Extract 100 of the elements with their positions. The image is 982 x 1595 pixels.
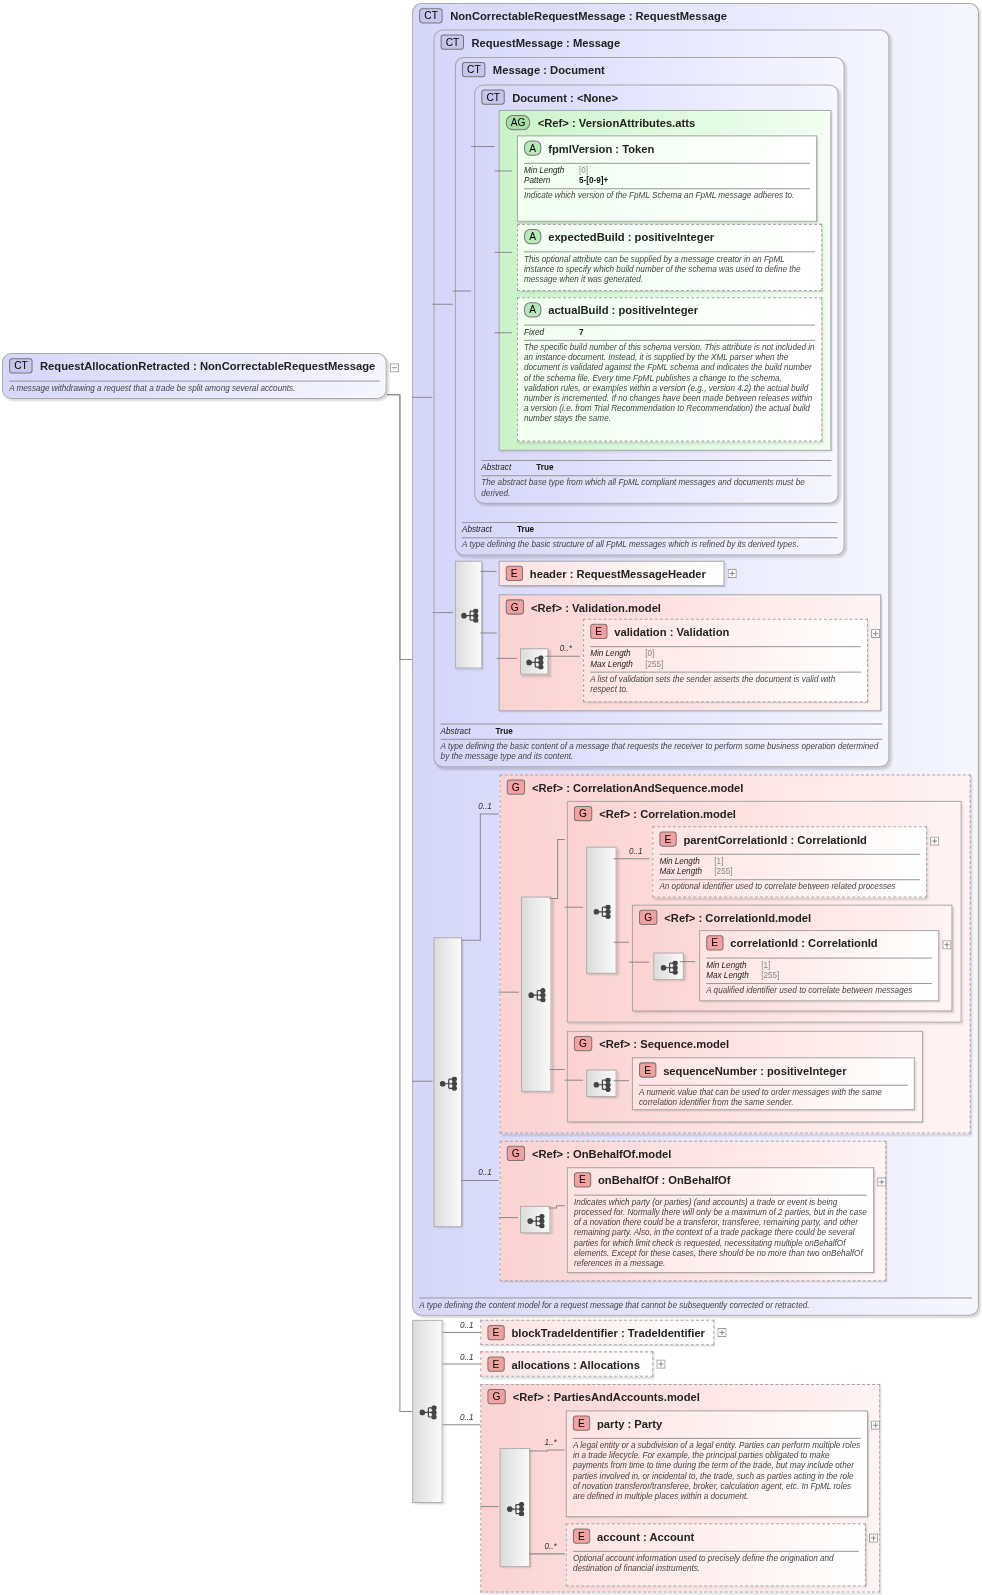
- complex-type-box: [454, 57, 845, 556]
- node-title: onBehalfOf : OnBehalfOf: [598, 1173, 731, 1186]
- group-box: [566, 1030, 923, 1123]
- node-title: <Ref> : CorrelationAndSequence.model: [532, 781, 744, 794]
- compositor-bar: [412, 1319, 443, 1503]
- description-text: A qualified identifier used to correlate between messages: [706, 983, 933, 997]
- description-text: This optional attribute can be supplied by a message creator in an FpML instance to specify which build number of the schema was used to define the message when it was generated.: [524, 251, 816, 285]
- connector-line: [496, 657, 518, 659]
- connector-line: [528, 1449, 566, 1452]
- property-value: [255]: [714, 867, 733, 878]
- property-value: True: [536, 463, 554, 474]
- cardinality-label: 0..*: [544, 1541, 557, 1551]
- description-text: The specific build number of this schema version. This attribute is not included in an instance document. Instead, it is supplied by the XML parser when the document is validated against the FpML schema and indicates the build number of the schema file. Every time FpML publishes a change to the schema, validation rules, or examples within a version (e.g., version 4.2) the actual build number is incremented. If no changes have been made between releases within a version (i.e. from Trial Recommendation to Recommendation) the actual build number stays the same.: [524, 339, 816, 425]
- element-box: [631, 1057, 915, 1111]
- property-name: Min Length: [659, 856, 701, 867]
- connector-line: [528, 1553, 566, 1555]
- type-badge: A: [524, 140, 542, 156]
- property-name: Min Length: [706, 960, 748, 971]
- type-badge: E: [487, 1324, 505, 1341]
- property-value: True: [516, 525, 535, 536]
- type-badge: G: [487, 1389, 506, 1405]
- node-title: validation : Validation: [614, 625, 730, 638]
- node-title: correlationId : CorrelationId: [730, 936, 878, 949]
- type-badge: CT: [481, 89, 506, 105]
- compositor-bar: [520, 648, 549, 675]
- property-name: Abstract: [481, 463, 513, 474]
- connector-line: [628, 961, 650, 963]
- connector-line: [564, 1079, 584, 1081]
- type-badge: E: [573, 1172, 591, 1188]
- connector-line: [494, 332, 513, 334]
- node-title: <Ref> : CorrelationId.model: [664, 911, 812, 924]
- element-box: [565, 1523, 866, 1587]
- property-value: [255]: [645, 659, 664, 670]
- connector-line: [431, 303, 454, 305]
- element-box: [583, 618, 868, 703]
- node-title: RequestMessage : Message: [471, 36, 621, 49]
- connector-line: [460, 1179, 500, 1181]
- type-badge: AG: [505, 115, 531, 131]
- attribute-group-box: [498, 109, 832, 451]
- description-text: A type defining the basic content of a message that requests the receiver to perform some business operation determined by the message type and its content.: [440, 738, 883, 763]
- connector-line: [564, 906, 584, 908]
- type-badge: A: [524, 228, 542, 245]
- connector-line: [679, 961, 696, 963]
- element-box: [498, 560, 725, 587]
- connector-line: [613, 1080, 630, 1082]
- element-box: [565, 1410, 868, 1518]
- cardinality-label: 1..*: [544, 1437, 557, 1448]
- property-value: [255]: [761, 970, 780, 981]
- connector-line: [498, 1217, 519, 1219]
- type-badge: E: [639, 1062, 656, 1078]
- connector-line: [431, 612, 454, 614]
- node-title: <Ref> : Sequence.model: [599, 1037, 730, 1050]
- description-text: A list of validation sets the sender asserts the document is valid with respect to.: [590, 671, 861, 695]
- node-title: RequestAllocationRetracted : NonCorrectableRequestMessage: [40, 359, 376, 372]
- property-value: True: [495, 726, 513, 737]
- element-box: [699, 930, 940, 1002]
- element-box: [480, 1319, 715, 1346]
- connector-line: [498, 991, 520, 993]
- group-box: [499, 1140, 887, 1282]
- type-badge: G: [639, 909, 658, 925]
- node-title: <Ref> : VersionAttributes.atts: [537, 116, 696, 129]
- group-box: [566, 800, 962, 1023]
- cardinality-label: 0..1: [478, 801, 492, 812]
- type-badge: CT: [462, 62, 486, 78]
- property-value: [0]: [579, 165, 589, 176]
- property-name: Min Length: [524, 165, 566, 177]
- description-text: Indicate which version of the FpML Schema an FpML message adheres to.: [524, 188, 810, 202]
- node-title: account : Account: [597, 1529, 695, 1543]
- cardinality-label: 0..1: [459, 1351, 474, 1362]
- node-title: header : RequestMessageHeader: [529, 567, 706, 580]
- cardinality-label: 0..1: [478, 1168, 492, 1178]
- connector-line: [479, 632, 498, 634]
- complex-type-box: [474, 84, 839, 504]
- type-badge: CT: [440, 34, 465, 50]
- node-title: Message : Document: [492, 63, 605, 76]
- description-text: A legal entity or a subdivision of a legal entity. Parties can perform multiple roles in a trade lifecycle. For example, the principal parties obligated to make payments from time to time during the term of the trade, but may include other parties involved in, or incidental to, the trade, such as parties acting in the role of novation transferor/transferee, broker, calculation agent, etc. In FpML roles are defined in multiple places within a document.: [572, 1437, 861, 1502]
- node-title: <Ref> : Correlation.model: [599, 807, 736, 820]
- connector-line: [494, 170, 513, 172]
- element-box: [652, 826, 928, 898]
- connector-line: [452, 290, 472, 292]
- connector-line: [494, 251, 513, 253]
- node-title: allocations : Allocations: [511, 1358, 640, 1371]
- attribute-box: [516, 297, 823, 442]
- complex-type-box: [412, 3, 979, 1316]
- type-badge: CT: [9, 358, 33, 374]
- group-box: [480, 1383, 881, 1593]
- connector-line: [386, 394, 413, 1412]
- node-title: <Ref> : Validation.model: [530, 600, 661, 614]
- cardinality-label: 0..1: [459, 1412, 474, 1422]
- connector-line: [411, 396, 433, 398]
- compositor-bar: [520, 1205, 551, 1234]
- connector-line: [479, 570, 498, 572]
- type-badge: E: [487, 1356, 505, 1372]
- cardinality-label: 0..1: [459, 1320, 474, 1330]
- connector-line: [442, 1363, 481, 1365]
- type-badge: E: [572, 1415, 590, 1431]
- type-badge: E: [659, 831, 677, 847]
- description-text: A message withdrawing a request that a trade be split among several accounts.: [9, 380, 380, 394]
- node-title: blockTradeIdentifier : TradeIdentifier: [511, 1326, 705, 1339]
- compositor-bar: [521, 896, 552, 1092]
